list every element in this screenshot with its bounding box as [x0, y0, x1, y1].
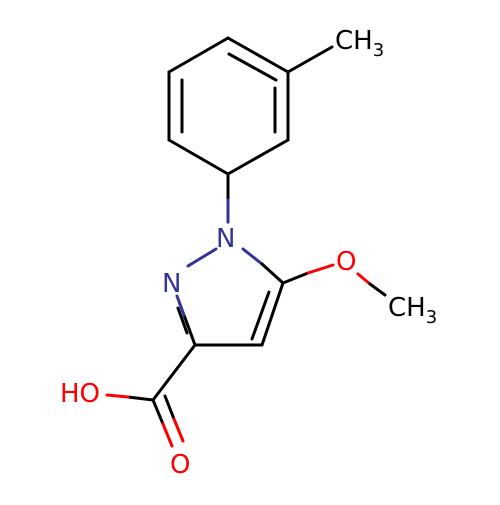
- bond-c5-o-black: [281, 271, 310, 285]
- bond-o-ch3-black: [368, 282, 387, 297]
- bond-c3-n2-blue: [175, 294, 186, 317]
- bond-c-o-dbl-black-1: [151, 398, 165, 426]
- bond-c5-o-red: [306, 263, 335, 275]
- atom-o-ether-label: O: [336, 247, 356, 277]
- bond-n1-c5-blue: [241, 247, 264, 266]
- bond-c-o-dbl-black-2: [163, 394, 176, 421]
- bond-c-o-dbl-red-2: [172, 417, 185, 443]
- bond-c3-cooh: [151, 343, 197, 402]
- double-bond-inner: [227, 52, 278, 82]
- atom-carbonyl-o-label: O: [170, 450, 190, 480]
- atom-hydroxyl-label: HO: [60, 379, 100, 409]
- pyrazole-ring: [175, 247, 285, 347]
- methyl-bond: [286, 45, 334, 74]
- bond-c3-n2-inner: [176, 306, 189, 335]
- benzene-ring: [167, 36, 290, 176]
- bond: [226, 36, 290, 74]
- bond-n1-n2: [186, 247, 218, 268]
- bond: [167, 138, 230, 176]
- bond-c-o-dbl-red-1: [161, 422, 174, 448]
- bond-o-ch3-red: [356, 272, 372, 286]
- bond-c5-c4-inner: [250, 290, 271, 341]
- atom-n1-label: N: [216, 224, 235, 254]
- bond-c-oh-red: [105, 393, 130, 399]
- methoxy-methyl-label: CH3: [388, 293, 437, 328]
- bond: [226, 138, 290, 176]
- bond-c5-c4: [260, 281, 285, 347]
- bond-c3-n2-black: [182, 313, 197, 347]
- methyl-label: CH3: [335, 26, 384, 61]
- bond-c-oh-black: [126, 395, 155, 402]
- bond-n1-c5-black: [260, 262, 285, 285]
- atom-n2-label: N: [162, 269, 181, 299]
- bond: [167, 36, 230, 74]
